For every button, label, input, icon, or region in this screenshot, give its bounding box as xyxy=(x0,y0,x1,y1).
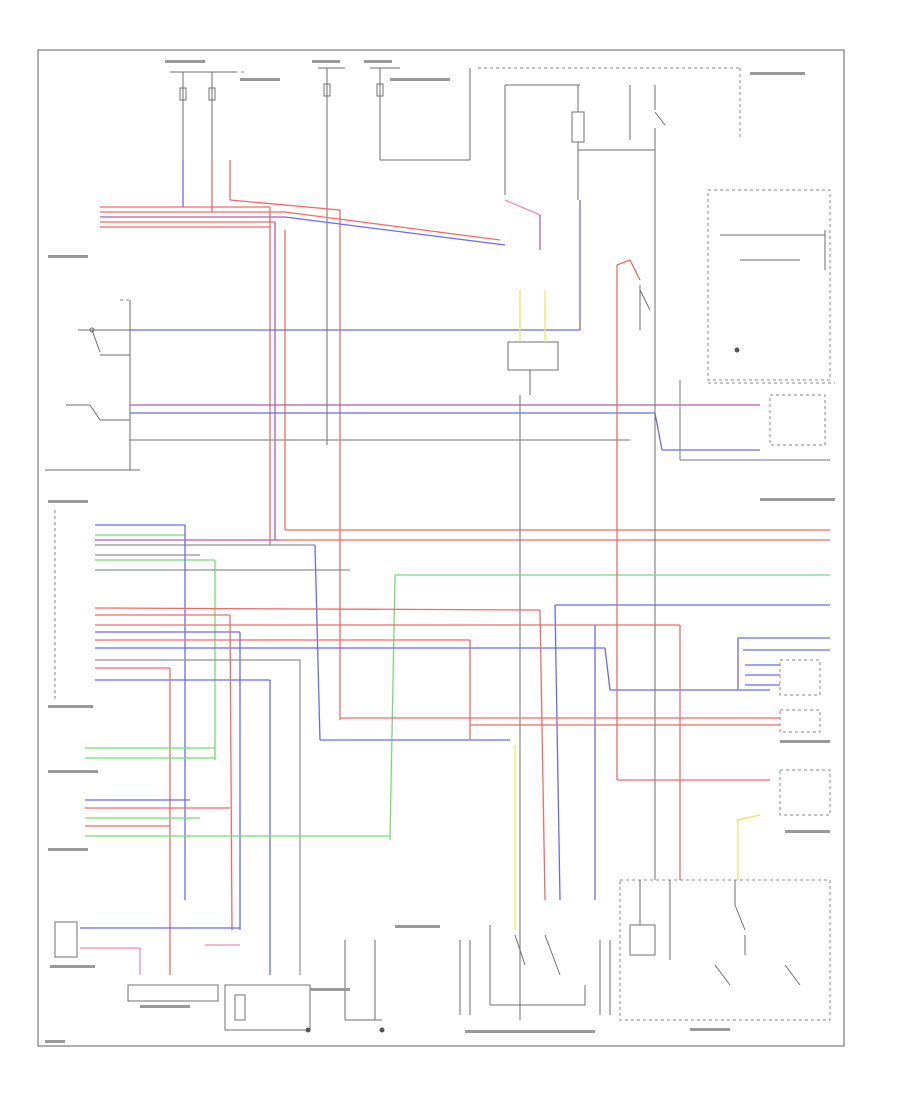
right-upper-module xyxy=(616,189,835,880)
connector-box xyxy=(769,394,826,446)
switch-lever-icon xyxy=(734,904,746,931)
left-lower-connectors xyxy=(54,747,390,975)
relay-coil-icon xyxy=(629,924,656,956)
fuse-icon xyxy=(208,87,216,101)
fuse-icon xyxy=(323,83,331,97)
ground-point-icon xyxy=(734,347,740,353)
fuse-icon xyxy=(179,87,187,101)
bottom-components xyxy=(127,265,831,1033)
ground-module-box xyxy=(224,984,311,1031)
main-harness xyxy=(54,510,830,975)
fuse-icon xyxy=(376,83,384,97)
switch-contact-icon xyxy=(89,327,95,333)
switch-lever-icon xyxy=(91,329,101,353)
relay-coil-icon xyxy=(571,111,585,143)
sensor-switch-icon xyxy=(639,289,651,311)
connector-box xyxy=(779,709,821,733)
connector-box xyxy=(779,659,821,696)
ground-point-icon xyxy=(305,1027,311,1033)
control-switch-box xyxy=(507,341,559,371)
sensor-box xyxy=(779,769,831,816)
left-top-harness xyxy=(100,160,830,720)
switch-lever-icon xyxy=(544,934,561,976)
label-marks xyxy=(45,60,835,1043)
switch-lever-icon xyxy=(714,964,731,986)
left-switch-block xyxy=(45,200,760,471)
ground-point-icon xyxy=(379,1027,385,1033)
sensor-box xyxy=(54,921,78,958)
relay-module-box xyxy=(619,879,831,1021)
switch-lever-icon xyxy=(514,934,526,966)
resistor-icon xyxy=(234,994,246,1021)
top-power-section xyxy=(170,67,741,445)
center-control-unit xyxy=(504,199,559,1020)
switch-lever-icon xyxy=(784,964,801,986)
diagram-frame xyxy=(37,49,845,1047)
junction-connector-box xyxy=(127,984,219,1002)
switch-lever-icon xyxy=(89,404,101,421)
control-module-box xyxy=(707,189,831,381)
relay-switch-icon xyxy=(654,111,666,126)
